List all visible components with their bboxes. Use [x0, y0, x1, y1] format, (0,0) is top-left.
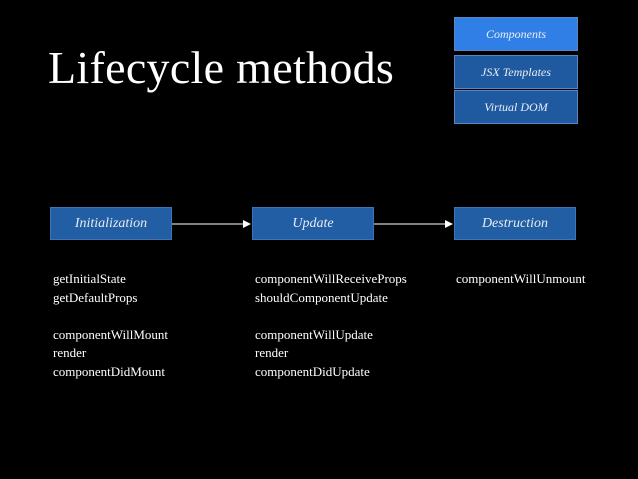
method-group-gap: [53, 307, 168, 326]
nav-virtual-dom[interactable]: Virtual DOM: [454, 90, 578, 124]
method-item: componentWillUnmount: [456, 271, 586, 286]
method-item: getDefaultProps: [53, 289, 138, 305]
destruction-methods: componentWillUnmount: [456, 270, 585, 289]
nav-label: Components: [486, 26, 546, 41]
method-item: componentDidUpdate: [255, 363, 370, 379]
nav-label: Virtual DOM: [484, 99, 548, 114]
nav-label: JSX Templates: [481, 64, 551, 79]
nav-components[interactable]: Components: [454, 17, 578, 51]
stage-label: Destruction: [481, 215, 549, 231]
stage-label: Initialization: [74, 215, 148, 231]
method-item: getInitialState: [53, 271, 126, 286]
method-item: shouldComponentUpdate: [255, 289, 388, 305]
nav-jsx-templates[interactable]: JSX Templates: [454, 55, 578, 89]
stage-destruction: Destruction: [454, 207, 576, 240]
slide-title: Lifecycle methods: [48, 42, 395, 93]
method-item: render: [53, 345, 87, 360]
method-item: componentWillUpdate: [255, 326, 373, 342]
stage-label: Update: [292, 215, 334, 231]
method-item: render: [255, 345, 289, 360]
method-item: componentDidMount: [53, 363, 165, 379]
method-item: componentWillReceiveProps: [255, 271, 407, 286]
method-group-gap: [255, 307, 407, 326]
initialization-methods: getInitialState getDefaultProps componen…: [53, 270, 168, 381]
update-methods: componentWillReceiveProps shouldComponen…: [255, 270, 407, 381]
method-item: componentWillMount: [53, 326, 169, 342]
stage-update: Update: [252, 207, 374, 240]
stage-initialization: Initialization: [50, 207, 172, 240]
